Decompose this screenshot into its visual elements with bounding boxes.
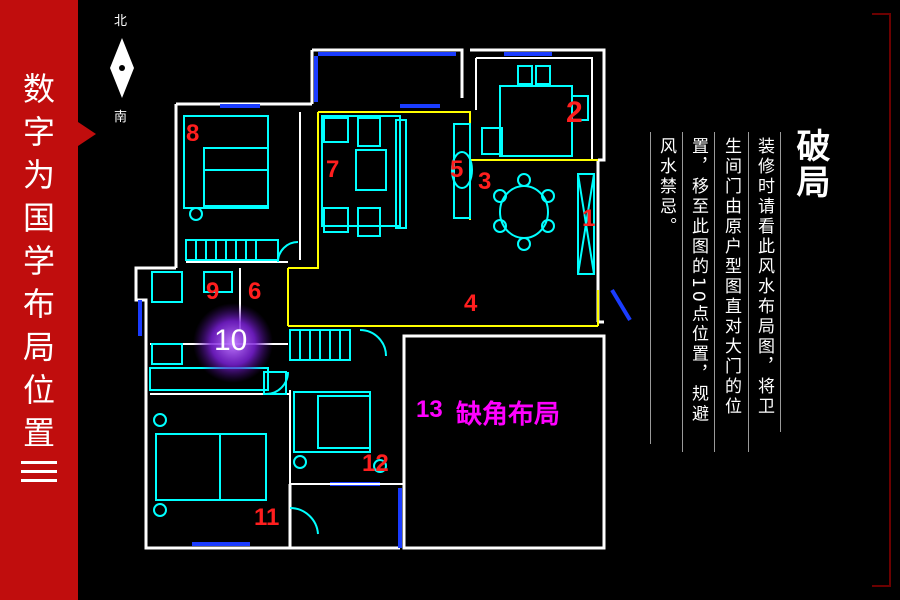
banner-arrow-icon	[78, 122, 96, 146]
menu-icon	[21, 461, 57, 482]
note-divider	[748, 132, 749, 452]
marker-10: 10	[214, 324, 248, 357]
missing-corner-label: 缺角布局	[456, 400, 561, 430]
marker-3: 3	[478, 168, 492, 195]
compass-north-label: 北	[114, 14, 128, 29]
note-divider	[714, 132, 715, 452]
note-divider	[780, 132, 781, 432]
side-title-char: 位	[22, 371, 55, 409]
marker-1: 1	[582, 205, 596, 232]
side-title-char: 为	[22, 156, 55, 194]
note-line-1: 装修时请看此风水布局图，将卫	[754, 137, 774, 417]
side-title-char: 国	[22, 199, 55, 237]
marker-11: 11	[254, 504, 280, 531]
side-title-char: 数	[22, 70, 55, 108]
missing-corner-area	[402, 334, 606, 550]
marker-7: 7	[326, 156, 340, 183]
marker-5: 5	[450, 156, 464, 183]
corner-decoration	[872, 13, 891, 587]
note-line-3: 置，移至此图的10点位置，规避	[688, 137, 708, 425]
marker-6: 6	[248, 278, 262, 305]
side-title-char: 置	[22, 414, 55, 452]
side-title-char: 布	[22, 285, 55, 323]
note-line-2: 生间门由原户型图直对大门的位	[721, 137, 741, 417]
compass-icon	[110, 38, 134, 98]
highlight-10	[193, 303, 273, 383]
marker-12: 12	[362, 450, 389, 477]
compass-south-label: 南	[114, 110, 128, 125]
side-title-char: 局	[22, 328, 55, 366]
side-banner: 数 字 为 国 学 布 局 位 置	[0, 0, 78, 600]
windows	[138, 52, 632, 548]
note-line-4: 风水禁忌。	[656, 137, 676, 237]
partitions	[287, 111, 599, 327]
marker-2: 2	[566, 96, 583, 129]
side-title: 数 字 为 国 学 布 局 位 置	[0, 68, 78, 488]
note-divider	[650, 132, 651, 444]
note-divider	[682, 132, 683, 452]
marker-9: 9	[206, 278, 220, 305]
note-title: 破局	[790, 128, 830, 200]
side-title-char: 字	[22, 113, 55, 151]
marker-4: 4	[464, 290, 478, 317]
furniture	[149, 65, 595, 535]
missing-corner-number: 13	[416, 396, 443, 423]
marker-8: 8	[186, 120, 200, 147]
side-title-char: 学	[22, 242, 55, 280]
